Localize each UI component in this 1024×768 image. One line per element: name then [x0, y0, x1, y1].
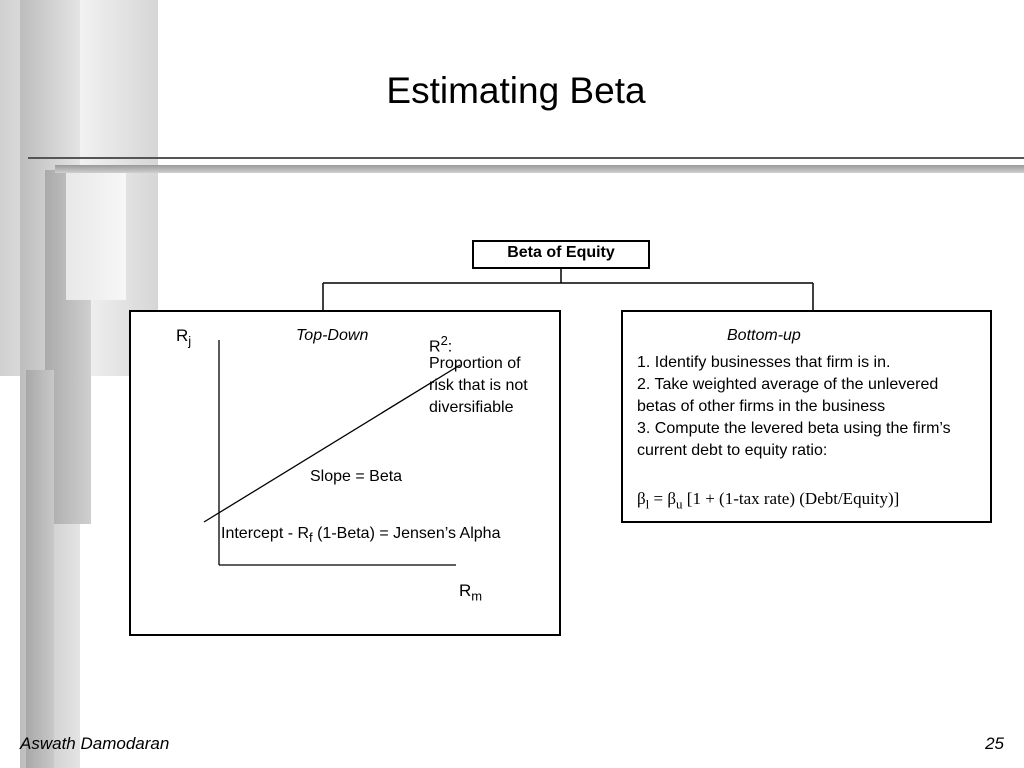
- intercept-label: Intercept - Rf (1-Beta) = Jensen’s Alpha: [221, 525, 501, 546]
- r-squared-desc-1: Proportion of: [429, 355, 521, 372]
- bottom-up-box: [621, 310, 992, 523]
- y-axis-label: Rj: [176, 326, 192, 349]
- step-3: 3. Compute the levered beta using the fi…: [637, 420, 951, 459]
- bottom-up-steps: 1. Identify businesses that firm is in. …: [637, 352, 987, 462]
- r-squared-label: R2:: [429, 333, 453, 356]
- top-down-box: [129, 310, 561, 636]
- slide-title: Estimating Beta: [386, 70, 646, 111]
- slope-label: Slope = Beta: [310, 468, 403, 485]
- page-number: 25: [985, 734, 1004, 753]
- title-rule-gray: [55, 165, 1024, 173]
- title-rule-dark: [28, 157, 1024, 159]
- levered-beta-formula: βl = βu [1 + (1-tax rate) (Debt/Equity)]: [637, 489, 900, 512]
- beta-of-equity-box: Beta of Equity: [472, 240, 650, 269]
- decor-bar-5: [26, 370, 54, 768]
- bottom-up-heading: Bottom-up: [727, 327, 801, 344]
- step-1: 1. Identify businesses that firm is in.: [637, 354, 891, 371]
- r-squared-desc-2: risk that is not: [429, 377, 528, 394]
- footer-author: Aswath Damodaran: [20, 734, 170, 753]
- top-down-heading: Top-Down: [296, 327, 369, 344]
- regression-line: [203, 364, 461, 523]
- r-squared-desc-3: diversifiable: [429, 399, 514, 416]
- root-label: Beta of Equity: [507, 244, 615, 261]
- x-axis-label: Rm: [459, 581, 483, 604]
- decor-bar-4: [66, 170, 126, 300]
- step-2: 2. Take weighted average of the unlevere…: [637, 376, 939, 415]
